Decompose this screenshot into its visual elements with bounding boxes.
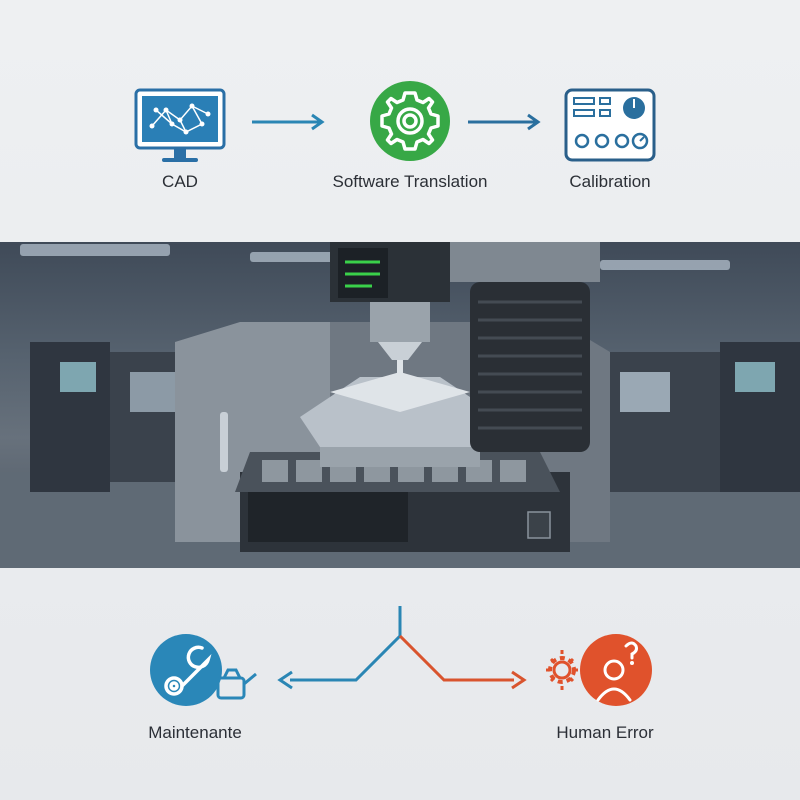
step-cad-label: CAD (162, 172, 198, 191)
monitor-network-icon (134, 88, 226, 162)
control-panel-icon (564, 88, 656, 162)
branch-lines (277, 606, 527, 690)
cause-branch: Maintenante Human Error (0, 570, 800, 800)
arrow-right-icon (468, 113, 541, 131)
gear-person-question-icon (546, 634, 652, 706)
step-cad: CAD (120, 80, 240, 210)
step-software-translation: Software Translation (310, 80, 510, 210)
branch-human-error: Human Error (530, 634, 680, 745)
step-calibration: Calibration (540, 80, 680, 210)
branch-human-error-label: Human Error (556, 723, 654, 742)
branch-maintenance-label: Maintenante (148, 723, 242, 742)
cnc-machine-photo (0, 242, 800, 568)
branch-maintenance: Maintenante (120, 634, 270, 745)
wrench-gear-oilcan-icon (150, 634, 257, 706)
gear-icon (370, 81, 450, 161)
step-calibration-label: Calibration (569, 172, 651, 191)
step-software-translation-label: Software Translation (332, 172, 488, 191)
process-flow: CAD Software Translation (0, 0, 800, 240)
cnc-machine-illustration (0, 242, 800, 568)
arrow-right-icon (252, 113, 325, 131)
